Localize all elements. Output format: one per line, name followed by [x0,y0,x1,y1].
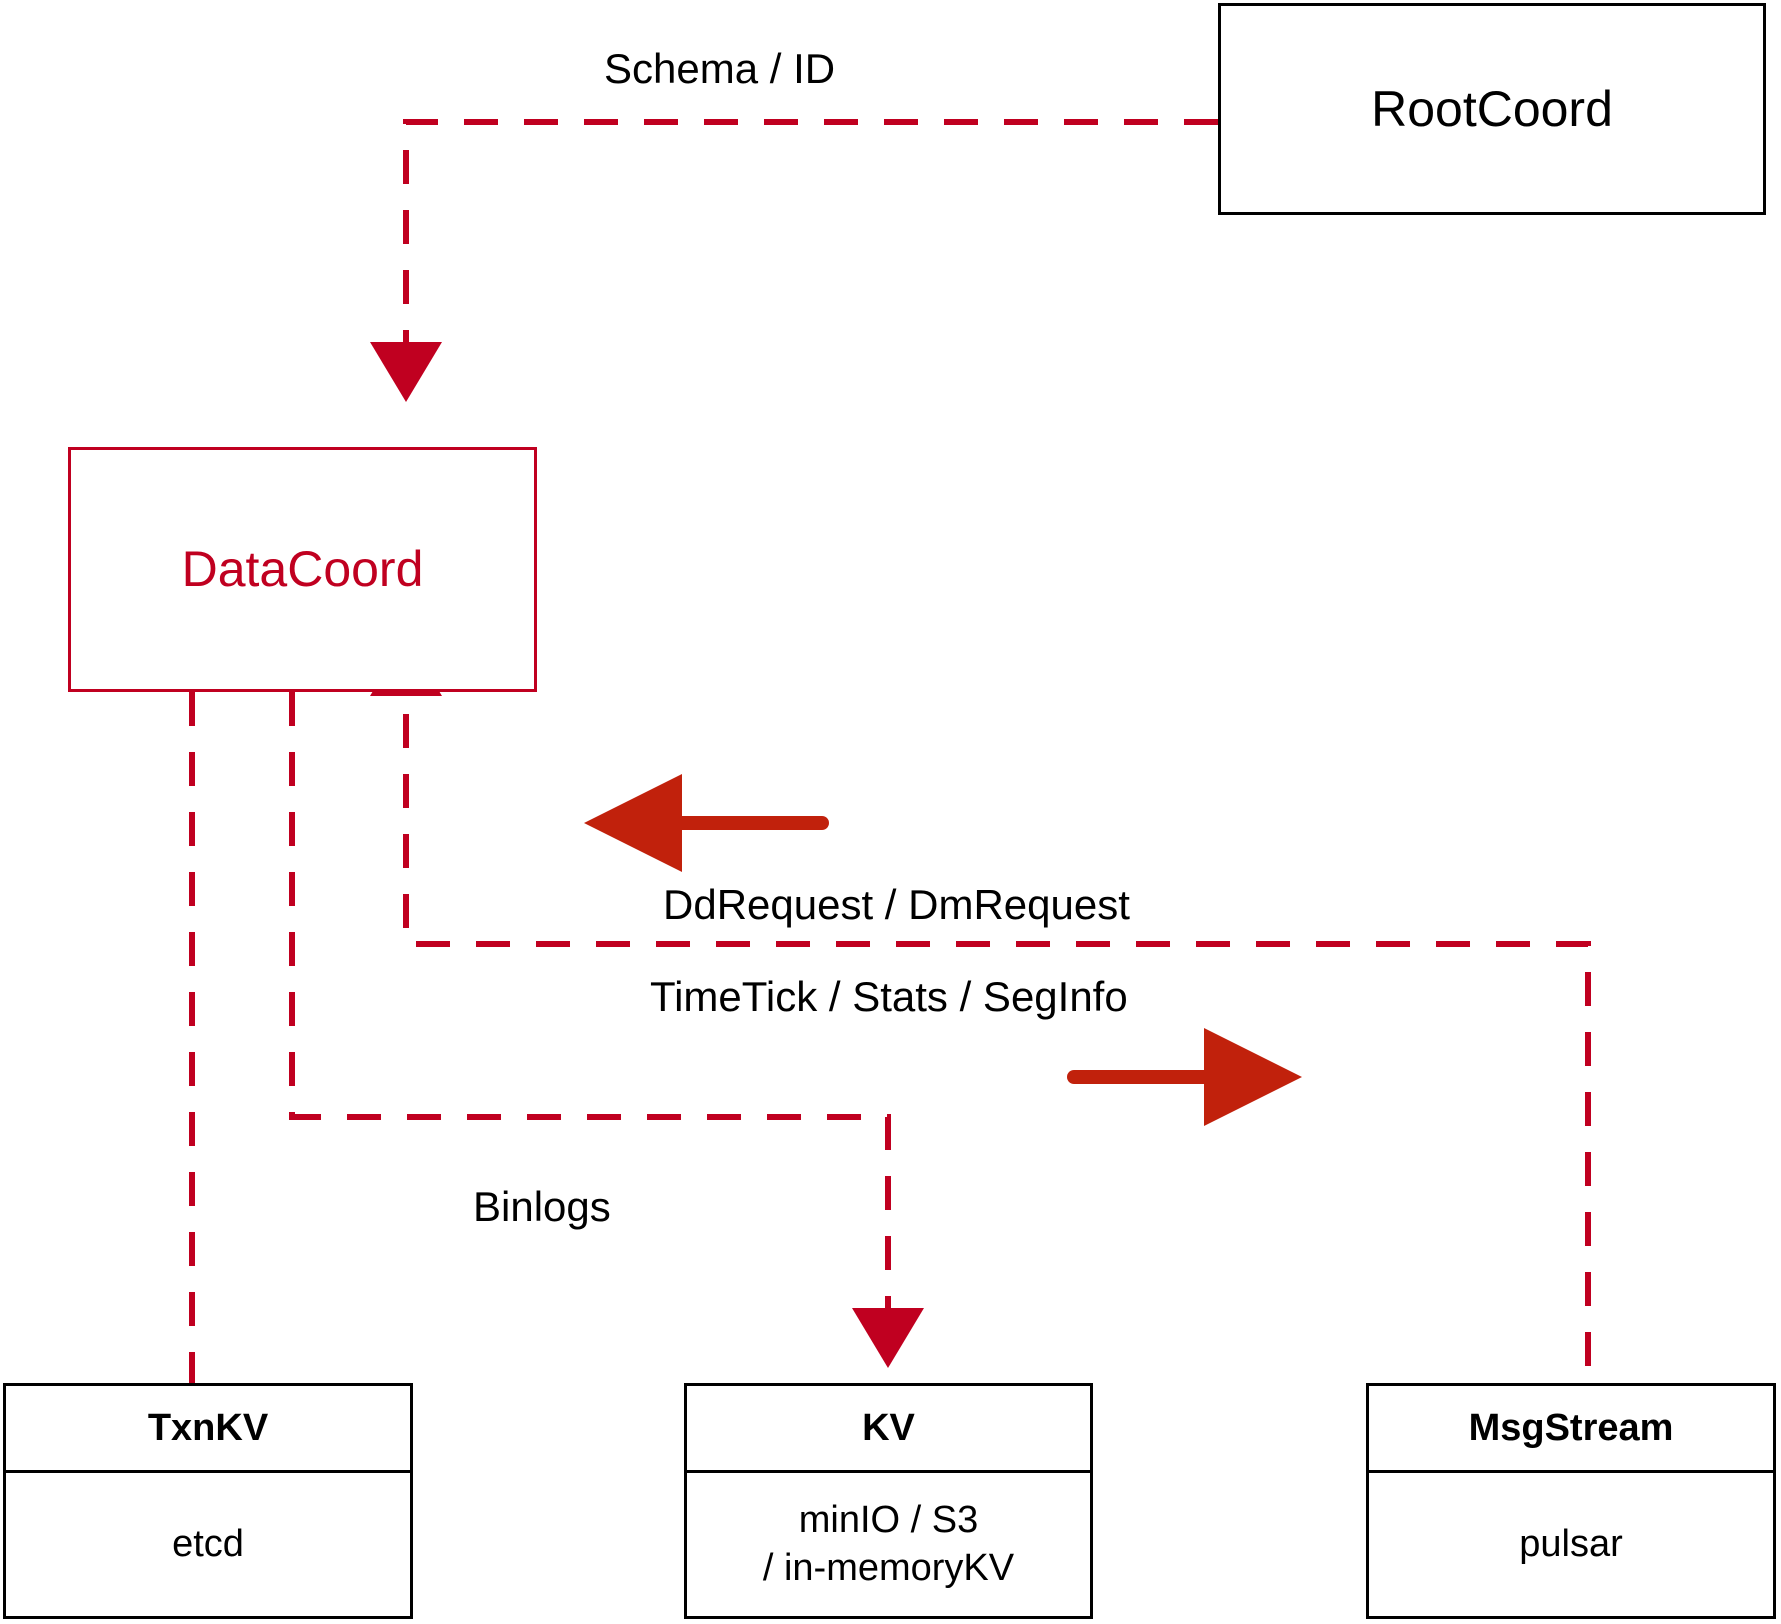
node-rootcoord-label: RootCoord [1371,80,1613,137]
node-txnkv-body: etcd [6,1473,410,1616]
node-rootcoord[interactable]: RootCoord [1218,3,1766,215]
node-msgstream-header: MsgStream [1369,1386,1773,1473]
node-txnkv-header-label: TxnKV [147,1406,269,1449]
node-msgstream-line-0: pulsar [1519,1522,1623,1565]
node-kv-header: KV [687,1386,1090,1473]
edge-label-schema-id: Schema / ID [604,45,836,92]
node-kv-line-0: minIO / S3 [798,1499,979,1541]
node-txnkv-line-0: etcd [172,1522,244,1565]
node-txnkv-header: TxnKV [6,1386,410,1473]
edge-label-binlogs: Binlogs [473,1183,611,1230]
node-msgstream-body: pulsar [1369,1473,1773,1616]
node-msgstream-header-label: MsgStream [1468,1406,1674,1449]
node-msgstream[interactable]: MsgStream pulsar [1366,1383,1776,1619]
edge-label-timetick-stats-seginfo: TimeTick / Stats / SegInfo [650,973,1128,1020]
node-kv[interactable]: KV minIO / S3 / in-memoryKV [684,1383,1093,1619]
node-kv-line-1: / in-memoryKV [762,1546,1015,1589]
node-kv-header-label: KV [862,1406,915,1449]
node-datacoord[interactable]: DataCoord [68,447,537,692]
node-datacoord-label: DataCoord [181,541,424,597]
edge-label-dd-dm-request: DdRequest / DmRequest [663,881,1130,928]
node-txnkv[interactable]: TxnKV etcd [3,1383,413,1619]
connector-schema-id [370,119,1218,402]
node-kv-body: minIO / S3 / in-memoryKV [687,1473,1090,1616]
